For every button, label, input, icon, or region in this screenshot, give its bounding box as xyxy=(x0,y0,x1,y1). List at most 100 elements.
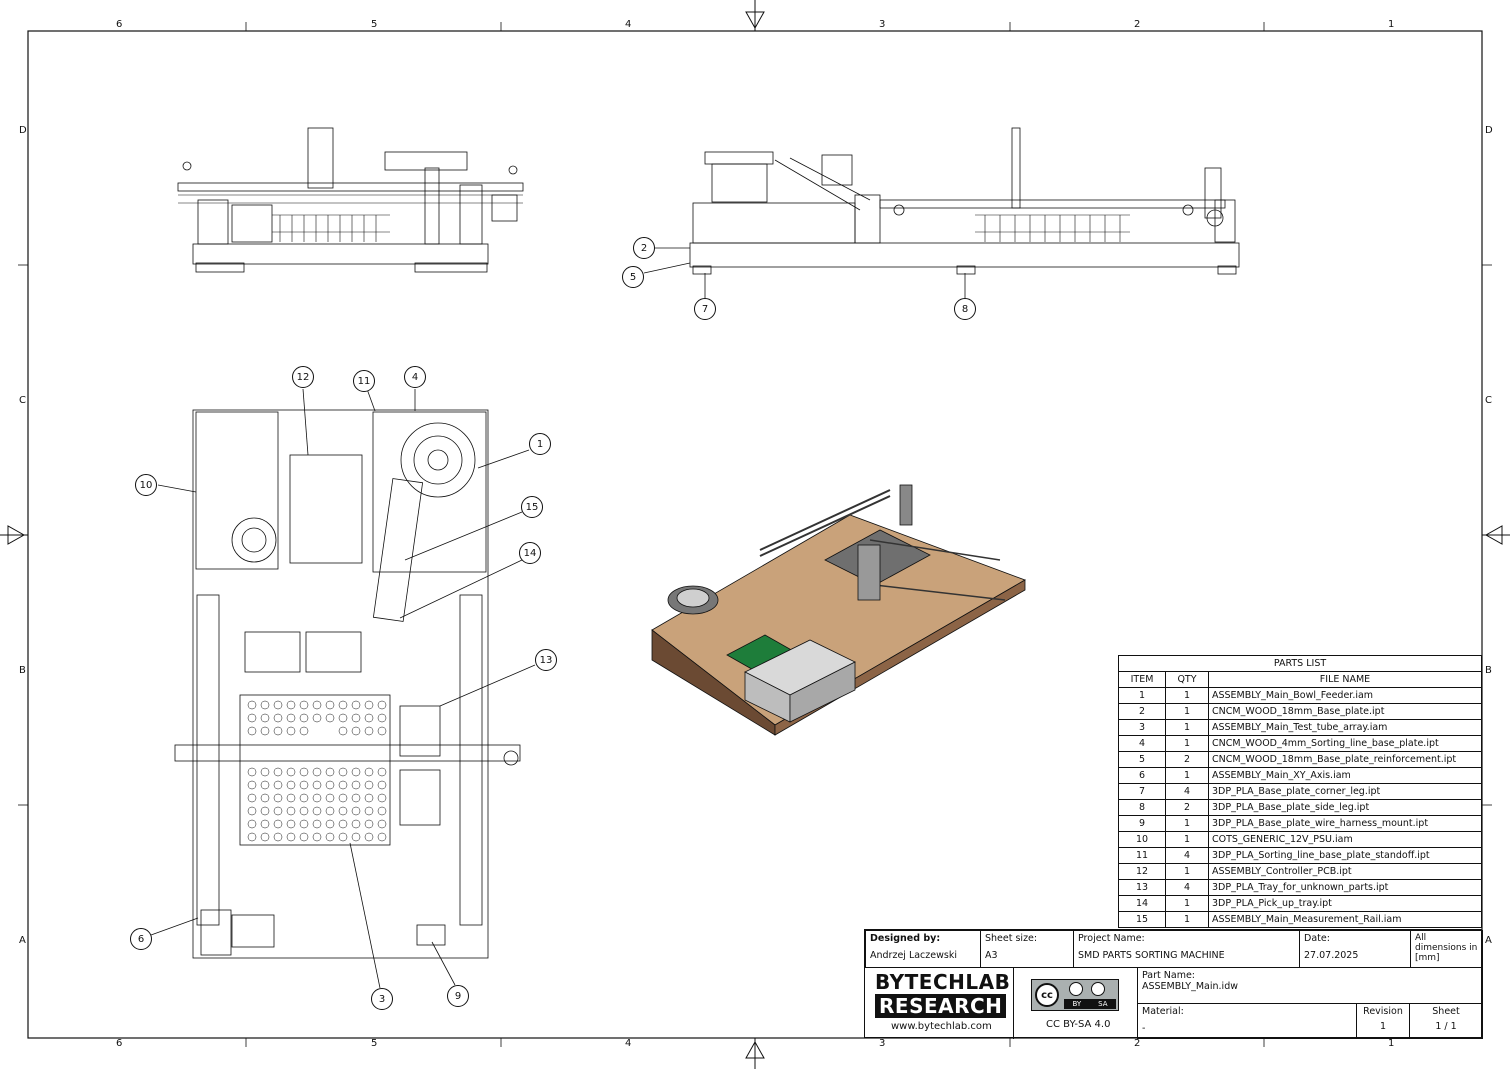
item-cell: 1 xyxy=(1118,687,1166,704)
designed-by-cell: Designed by: Andrzej Laczewski xyxy=(865,930,981,968)
parts-list-title: PARTS LIST xyxy=(1118,655,1482,672)
zone-ticks xyxy=(18,22,1492,1047)
top-view xyxy=(174,409,521,959)
sheet-label: Sheet xyxy=(1432,1006,1460,1017)
balloon-10: 10 xyxy=(135,474,157,496)
balloon-7: 7 xyxy=(694,298,716,320)
website-text: www.bytechlab.com xyxy=(891,1021,992,1032)
balloon-13: 13 xyxy=(535,649,557,671)
zone-col-6-top: 6 xyxy=(116,19,123,30)
zone-row-c-right: C xyxy=(1485,395,1492,406)
file-cell: ASSEMBLY_Main_Test_tube_array.iam xyxy=(1208,719,1482,736)
file-cell: COTS_GENERIC_12V_PSU.iam xyxy=(1208,831,1482,848)
cc-by-text: BY xyxy=(1072,1000,1082,1008)
balloon-3: 3 xyxy=(371,988,393,1010)
qty-cell: 4 xyxy=(1165,879,1209,896)
file-cell: 3DP_PLA_Pick_up_tray.ipt xyxy=(1208,895,1482,912)
zone-col-2-bottom: 2 xyxy=(1134,1038,1141,1049)
qty-cell: 1 xyxy=(1165,767,1209,784)
revision-value: 1 xyxy=(1379,1021,1387,1032)
material-value: - xyxy=(1142,1023,1146,1034)
file-cell: CNCM_WOOD_18mm_Base_plate_reinforcement.… xyxy=(1208,751,1482,768)
zone-col-3-top: 3 xyxy=(879,19,886,30)
part-name-value: ASSEMBLY_Main.idw xyxy=(1142,981,1238,992)
qty-cell: 4 xyxy=(1165,783,1209,800)
item-cell: 8 xyxy=(1118,799,1166,816)
project-name-label: Project Name: xyxy=(1078,933,1145,944)
balloon-8: 8 xyxy=(954,298,976,320)
zone-col-1-bottom: 1 xyxy=(1388,1038,1395,1049)
sheet-value: 1 / 1 xyxy=(1435,1021,1457,1032)
zone-col-1-top: 1 xyxy=(1388,19,1395,30)
by-person-icon xyxy=(1069,982,1083,996)
zone-row-b-left: B xyxy=(19,665,26,676)
zone-col-4-bottom: 4 xyxy=(625,1038,632,1049)
cc-license-icon: cc BY SA xyxy=(1031,979,1119,1011)
qty-cell: 1 xyxy=(1165,863,1209,880)
zone-col-4-top: 4 xyxy=(625,19,632,30)
cc-badge-text: BY SA xyxy=(1064,999,1116,1009)
qty-cell: 4 xyxy=(1165,847,1209,864)
leader-lines xyxy=(150,247,966,989)
file-cell: CNCM_WOOD_4mm_Sorting_line_base_plate.ip… xyxy=(1208,735,1482,752)
material-cell: Material: - xyxy=(1137,1003,1357,1039)
file-cell: 3DP_PLA_Sorting_line_base_plate_standoff… xyxy=(1208,847,1482,864)
part-name-label: Part Name: xyxy=(1142,970,1196,981)
qty-cell: 1 xyxy=(1165,815,1209,832)
item-cell: 12 xyxy=(1118,863,1166,880)
qty-cell: 1 xyxy=(1165,719,1209,736)
qty-cell: 1 xyxy=(1165,735,1209,752)
item-cell: 9 xyxy=(1118,815,1166,832)
file-cell: 3DP_PLA_Base_plate_side_leg.ipt xyxy=(1208,799,1482,816)
logo-cell: BYTECHLAB RESEARCH www.bytechlab.com xyxy=(865,967,1014,1039)
dimensions-note: All dimensions in [mm] xyxy=(1415,933,1478,963)
balloon-15: 15 xyxy=(521,496,543,518)
balloon-6: 6 xyxy=(130,928,152,950)
sa-share-icon xyxy=(1091,982,1105,996)
cc-circle-icon: cc xyxy=(1035,983,1059,1007)
material-label: Material: xyxy=(1142,1006,1184,1017)
file-cell: ASSEMBLY_Main_Bowl_Feeder.iam xyxy=(1208,687,1482,704)
qty-cell: 2 xyxy=(1165,799,1209,816)
item-cell: 4 xyxy=(1118,735,1166,752)
item-cell: 5 xyxy=(1118,751,1166,768)
qty-cell: 1 xyxy=(1165,687,1209,704)
balloon-14: 14 xyxy=(519,542,541,564)
zone-row-d-right: D xyxy=(1485,125,1493,136)
item-cell: 15 xyxy=(1118,911,1166,928)
project-name-cell: Project Name: SMD PARTS SORTING MACHINE xyxy=(1073,930,1300,968)
logo-line2: RESEARCH xyxy=(875,994,1007,1018)
side-view-left xyxy=(177,127,524,273)
qty-cell: 1 xyxy=(1165,831,1209,848)
balloon-11: 11 xyxy=(353,370,375,392)
item-cell: 11 xyxy=(1118,847,1166,864)
zone-col-2-top: 2 xyxy=(1134,19,1141,30)
sheet-cell: Sheet 1 / 1 xyxy=(1409,1003,1483,1039)
zone-col-6-bottom: 6 xyxy=(116,1038,123,1049)
balloon-5: 5 xyxy=(622,266,644,288)
file-cell: 3DP_PLA_Tray_for_unknown_parts.ipt xyxy=(1208,879,1482,896)
balloon-1: 1 xyxy=(529,433,551,455)
designed-by-label: Designed by: xyxy=(870,933,941,944)
balloon-12: 12 xyxy=(292,366,314,388)
date-cell: Date: 27.07.2025 xyxy=(1299,930,1411,968)
date-label: Date: xyxy=(1304,933,1330,944)
part-name-cell: Part Name: ASSEMBLY_Main.idw xyxy=(1137,967,1483,1004)
qty-cell: 1 xyxy=(1165,911,1209,928)
item-cell: 6 xyxy=(1118,767,1166,784)
cc-sa-text: SA xyxy=(1098,1000,1108,1008)
qty-cell: 1 xyxy=(1165,703,1209,720)
qty-cell: 1 xyxy=(1165,895,1209,912)
zone-row-a-left: A xyxy=(19,935,26,946)
revision-label: Revision xyxy=(1363,1006,1403,1017)
